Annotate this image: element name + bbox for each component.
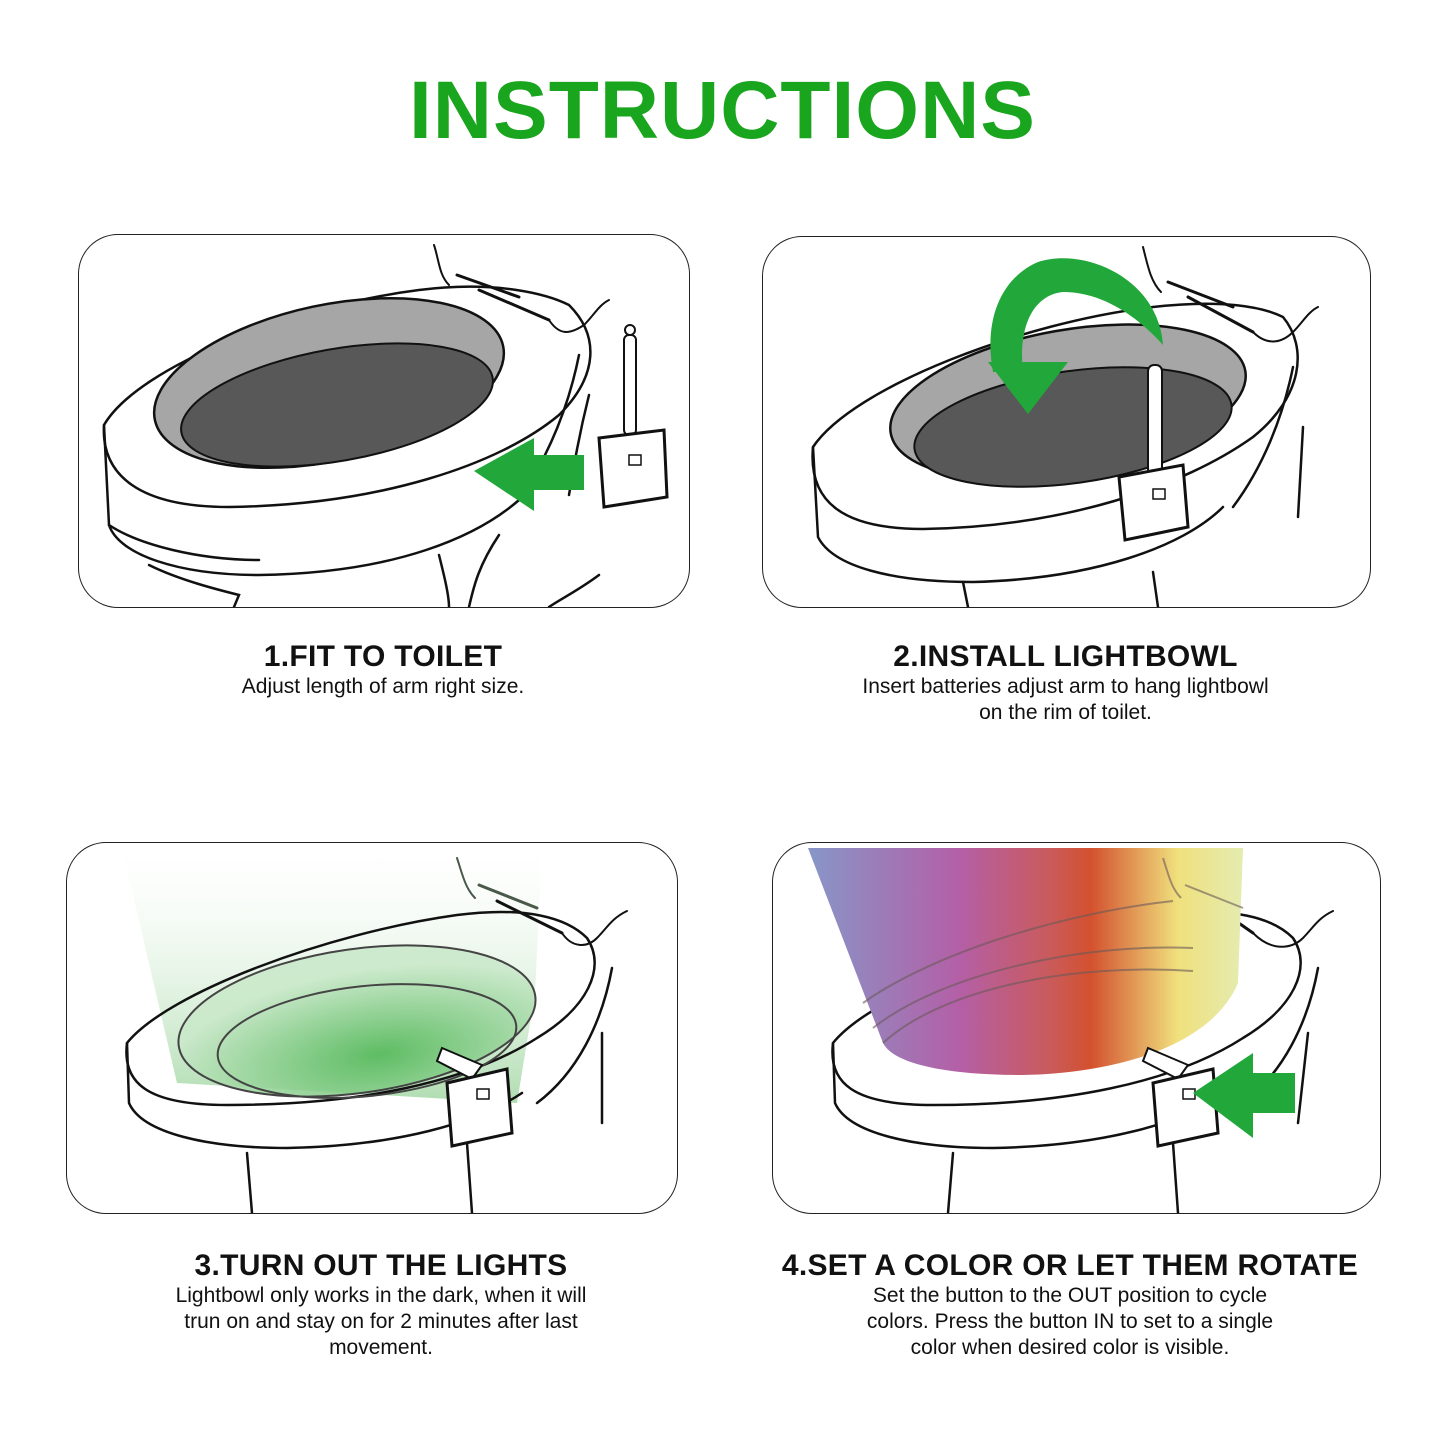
water bbox=[180, 342, 494, 468]
step-description: Insert batteries adjust arm to hang ligh… bbox=[862, 675, 1269, 724]
rainbow-light-beam bbox=[808, 848, 1243, 1075]
step-description: Adjust length of arm right size. bbox=[241, 675, 525, 698]
page-title: INSTRUCTIONS bbox=[409, 65, 1036, 156]
step-1-caption: 1.FIT TO TOILET Adjust length of arm rig… bbox=[78, 640, 688, 700]
motion-sensor-device bbox=[435, 1046, 514, 1148]
step-heading: 4.SET A COLOR OR LET THEM ROTATE bbox=[781, 1249, 1359, 1282]
step-2-caption: 2.INSTALL LIGHTBOWL Insert batteries adj… bbox=[762, 640, 1369, 726]
step-1-illustration bbox=[78, 234, 690, 608]
step-heading: 1.FIT TO TOILET bbox=[263, 640, 503, 673]
step-heading: 2.INSTALL LIGHTBOWL bbox=[893, 640, 1238, 673]
green-curved-down-arrow-icon bbox=[990, 258, 1163, 372]
step-description: Set the button to the OUT position to cy… bbox=[866, 1284, 1274, 1359]
green-arrow-left-icon bbox=[474, 438, 584, 511]
step-3-illustration bbox=[66, 842, 678, 1214]
step-3-caption: 3.TURN OUT THE LIGHTS Lightbowl only wor… bbox=[66, 1249, 696, 1361]
step-description: Lightbowl only works in the dark, when i… bbox=[175, 1284, 587, 1359]
green-arrow-left-icon bbox=[1193, 1053, 1295, 1138]
step-4-illustration bbox=[772, 842, 1381, 1214]
step-4-caption: 4.SET A COLOR OR LET THEM ROTATE Set the… bbox=[740, 1249, 1400, 1361]
step-heading: 3.TURN OUT THE LIGHTS bbox=[194, 1249, 568, 1282]
step-2-illustration bbox=[762, 236, 1371, 608]
motion-sensor-device bbox=[597, 324, 669, 509]
motion-sensor-device bbox=[1117, 364, 1190, 542]
